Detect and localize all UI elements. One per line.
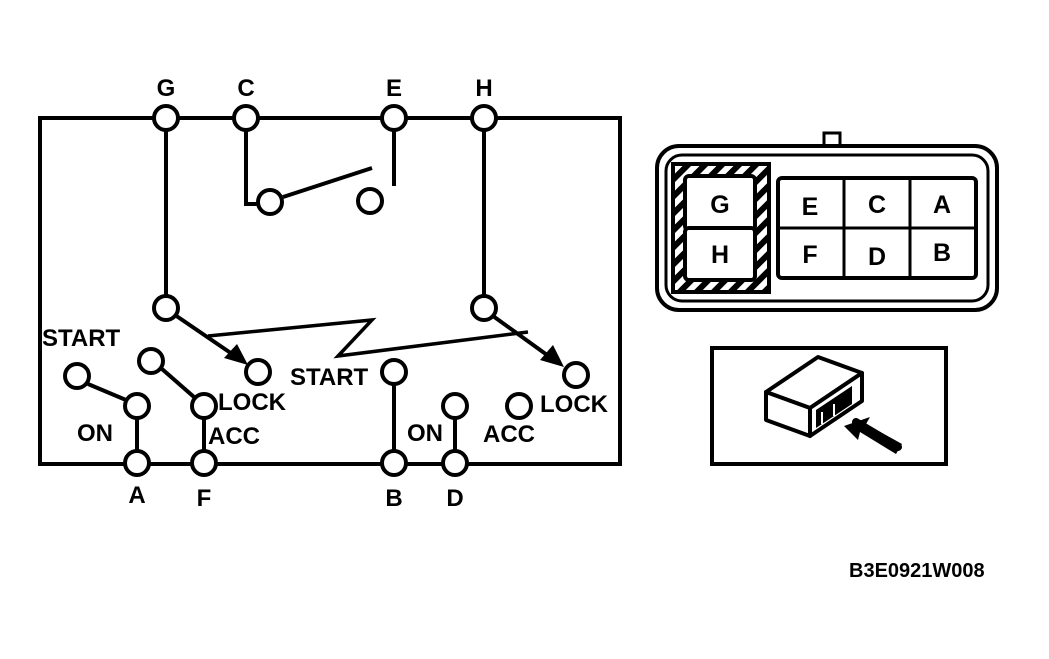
- label-on-left: ON: [77, 420, 113, 447]
- connector-label-g: G: [710, 191, 729, 219]
- contact-acc-right: [505, 392, 533, 420]
- label-terminal-e: E: [386, 75, 402, 102]
- wiper-arm-g: [173, 313, 240, 360]
- label-start-left: START: [42, 325, 121, 352]
- connector-cell-h: [683, 226, 757, 282]
- terminal-e: [380, 104, 408, 132]
- terminal-g: [152, 104, 180, 132]
- wiper-pivot-h: [470, 294, 498, 322]
- label-terminal-f: F: [197, 485, 212, 512]
- wire-c-down: [244, 118, 258, 206]
- connector-label-c: C: [868, 191, 886, 219]
- label-terminal-h: H: [475, 75, 492, 102]
- label-terminal-c: C: [237, 75, 254, 102]
- label-terminal-g: G: [157, 75, 176, 102]
- connector-label-a: A: [933, 191, 951, 219]
- terminal-c: [232, 104, 260, 132]
- connector-label-e: E: [802, 193, 819, 221]
- view-direction-arrow-icon: [852, 418, 902, 451]
- contact-lock-left: [244, 358, 272, 386]
- connector-label-h: H: [711, 241, 729, 269]
- connector-view-inset: [710, 346, 948, 466]
- label-acc-right: ACC: [483, 421, 535, 448]
- contact-start-right: [380, 358, 408, 386]
- label-terminal-a: A: [128, 482, 145, 509]
- terminal-b: [380, 449, 408, 477]
- switch-blade-c-e: [282, 166, 373, 199]
- connector-inner-shell: [664, 153, 990, 303]
- connector-face: G H E F C D A B: [655, 131, 999, 312]
- terminal-a: [123, 449, 151, 477]
- connector-label-f: F: [802, 241, 817, 269]
- wiper-arrowhead-h: [540, 345, 564, 367]
- label-on-right: ON: [407, 420, 443, 447]
- label-acc-left: ACC: [208, 423, 260, 450]
- label-lock-right: LOCK: [540, 391, 609, 418]
- contact-on-right: [441, 392, 469, 420]
- label-lock-left: LOCK: [218, 389, 287, 416]
- contact-on-left: [123, 392, 151, 420]
- contact-c-inner: [256, 188, 284, 216]
- mechanical-link: [207, 317, 529, 359]
- contact-acc-left: [137, 347, 165, 375]
- wiper-pivot-g: [152, 294, 180, 322]
- terminal-h: [470, 104, 498, 132]
- contact-e-inner: [356, 187, 384, 215]
- contact-start-left: [63, 362, 91, 390]
- terminal-d: [441, 449, 469, 477]
- connector-label-b: B: [933, 239, 951, 267]
- label-terminal-d: D: [446, 485, 463, 512]
- contact-lock-acc-left: [190, 392, 218, 420]
- switch-housing-outline: [38, 116, 622, 466]
- terminal-f: [190, 449, 218, 477]
- wiper-arrowhead-g: [224, 344, 248, 365]
- wiper-arm-h: [491, 314, 556, 362]
- figure-code: B3E0921W008: [849, 560, 985, 582]
- label-terminal-b: B: [385, 485, 402, 512]
- connector-label-d: D: [868, 243, 886, 271]
- contact-acc-left-arm: [160, 367, 196, 399]
- label-start-right: START: [290, 364, 369, 391]
- contact-lock-right: [562, 361, 590, 389]
- contact-start-left-arm: [87, 382, 127, 402]
- circuit-schematic: [38, 116, 622, 466]
